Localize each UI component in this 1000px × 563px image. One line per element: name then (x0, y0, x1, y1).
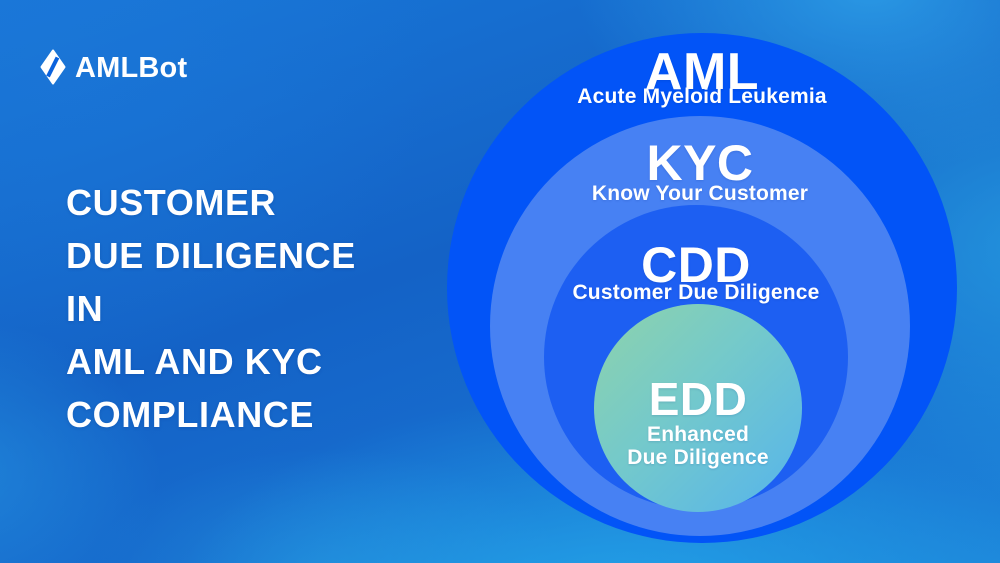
brand-name: AMLBot (75, 51, 188, 84)
edd-label: Enhanced Due Diligence (627, 423, 768, 469)
brand-logo: AMLBot (40, 49, 187, 85)
aml-acronym: AML (644, 43, 760, 101)
aml-label: Acute Myeloid Leukemia (577, 85, 827, 108)
cdd-label: Customer Due Diligence (572, 281, 820, 304)
cdd-acronym: CDD (641, 237, 751, 293)
diamond-icon (40, 49, 66, 85)
circle-edd (594, 304, 802, 512)
edd-label-line-1: Enhanced (647, 423, 749, 446)
headline-line-2: DUE DILIGENCE (66, 235, 356, 276)
edd-acronym: EDD (648, 373, 748, 425)
headline-line-3: IN (66, 288, 104, 329)
page-title: CUSTOMER DUE DILIGENCE IN AML AND KYC CO… (66, 176, 466, 441)
headline-line-1: CUSTOMER (66, 182, 277, 223)
kyc-acronym: KYC (646, 135, 754, 191)
headline-line-4: AML AND KYC (66, 341, 323, 382)
edd-label-line-2: Due Diligence (627, 446, 769, 469)
headline-line-5: COMPLIANCE (66, 394, 314, 435)
kyc-label: Know Your Customer (591, 182, 809, 205)
